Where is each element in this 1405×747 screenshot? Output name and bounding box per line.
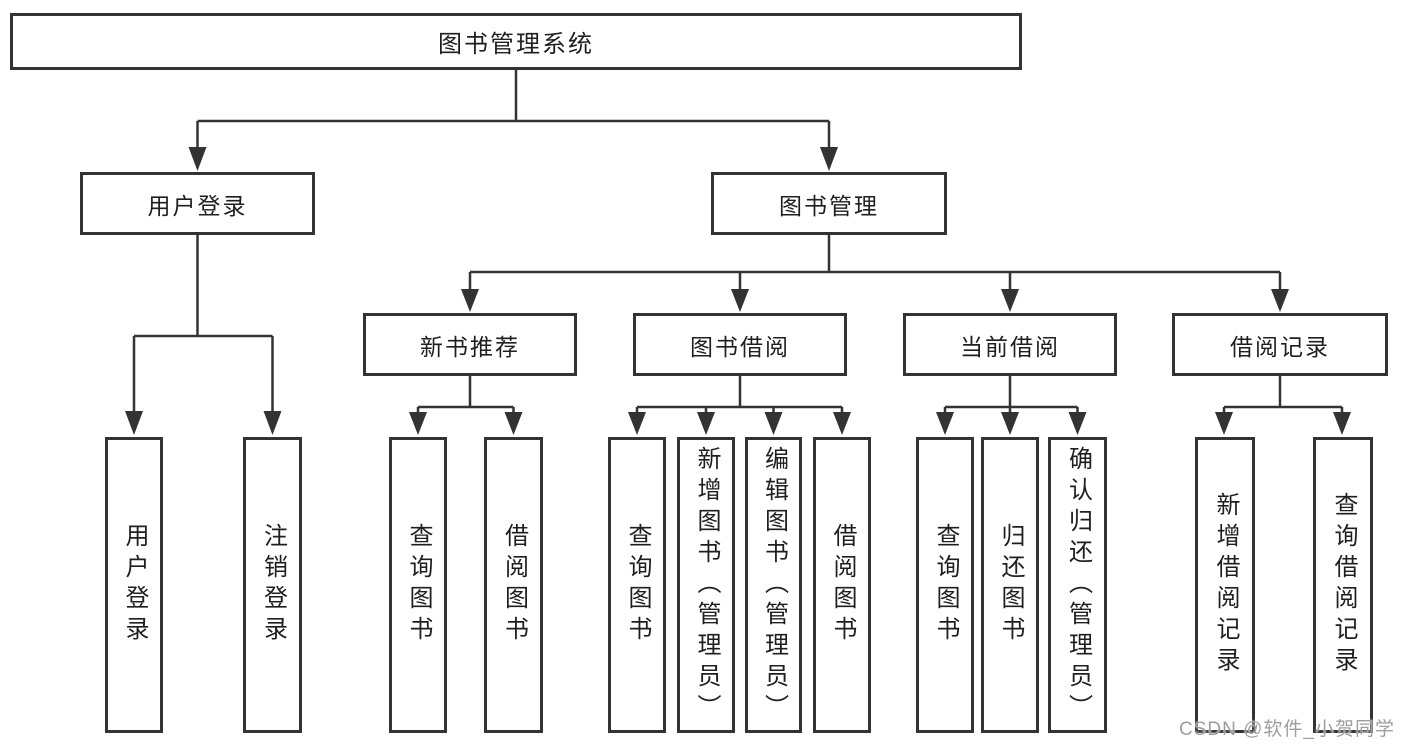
arrow-down-icon	[628, 412, 646, 435]
leaf-borrow-query-books: 查询图书	[608, 437, 666, 733]
csdn-watermark: CSDN @软件_小贺同学	[1179, 719, 1395, 740]
node-label: 用户登录	[147, 192, 248, 219]
leaf-records-add-borrow-record: 新增借阅记录	[1195, 437, 1255, 733]
arrow-down-icon	[820, 147, 838, 171]
arrow-down-icon	[764, 412, 783, 435]
arrow-down-icon	[461, 289, 479, 312]
node-label: 新增图书（管理员）	[693, 445, 720, 725]
node-label: 新书推荐	[420, 333, 520, 360]
node-label: 新增借阅记录	[1212, 492, 1239, 678]
node-label: 查询图书	[932, 523, 959, 647]
node-label: 图书借阅	[690, 333, 790, 360]
arrow-down-icon	[125, 411, 143, 435]
connector-user-login-to-leaves	[125, 235, 282, 435]
node-new-book-recommend: 新书推荐	[363, 313, 577, 376]
node-label: 注销登录	[259, 523, 287, 647]
arrow-down-icon	[188, 147, 207, 171]
leaf-current-query-books: 查询图书	[916, 437, 974, 733]
arrow-down-icon	[1001, 412, 1019, 435]
node-label: 图书管理	[779, 192, 879, 219]
leaf-current-confirm-return-admin: 确认归还（管理员）	[1048, 437, 1107, 733]
connector-book-borrow-to-leaves	[628, 376, 851, 435]
leaf-recommend-borrow-books: 借阅图书	[484, 437, 543, 733]
connector-new-book-recommend-to-leaves	[409, 376, 523, 435]
node-label: 确认归还（管理员）	[1064, 445, 1092, 725]
node-user-login: 用户登录	[80, 172, 315, 235]
leaf-recommend-query-books: 查询图书	[389, 437, 447, 733]
node-book-borrow: 图书借阅	[633, 313, 847, 376]
leaf-borrow-edit-books-admin: 编辑图书（管理员）	[745, 437, 802, 733]
node-label: 用户登录	[121, 523, 148, 647]
arrow-down-icon	[1215, 412, 1233, 435]
node-label: 归还图书	[997, 523, 1024, 647]
arrow-down-icon	[1333, 412, 1351, 435]
connector-current-borrow-to-leaves	[936, 376, 1087, 435]
node-label: 查询图书	[624, 523, 651, 647]
arrow-down-icon	[263, 411, 282, 435]
arrow-down-icon	[697, 412, 715, 435]
connector-root-to-level2	[188, 70, 838, 171]
arrow-down-icon	[1001, 289, 1019, 312]
leaf-user-login: 用户登录	[105, 437, 163, 733]
arrow-down-icon	[1271, 289, 1289, 312]
leaf-borrow-add-books-admin: 新增图书（管理员）	[677, 437, 735, 733]
arrow-down-icon	[409, 412, 427, 435]
leaf-records-query-borrow-record: 查询借阅记录	[1313, 437, 1373, 733]
arrow-down-icon	[833, 412, 851, 435]
leaf-logout: 注销登录	[243, 437, 302, 733]
node-label: 查询借阅记录	[1330, 492, 1357, 678]
node-label: 借阅图书	[500, 523, 528, 647]
node-label: 编辑图书（管理员）	[760, 445, 788, 725]
node-borrow-records: 借阅记录	[1172, 313, 1388, 376]
arrow-down-icon	[504, 412, 523, 435]
arrow-down-icon	[731, 289, 749, 312]
node-library-management-system: 图书管理系统	[10, 13, 1022, 70]
node-label: 查询图书	[405, 523, 432, 647]
node-label: 借阅图书	[829, 523, 856, 647]
node-label: 当前借阅	[960, 333, 1060, 360]
leaf-current-return-books: 归还图书	[981, 437, 1039, 733]
node-current-borrow: 当前借阅	[903, 313, 1117, 376]
node-label: 借阅记录	[1230, 333, 1330, 360]
node-book-management: 图书管理	[711, 172, 947, 235]
connector-book-management-to-level3	[461, 235, 1289, 312]
leaf-borrow-borrow-books: 借阅图书	[813, 437, 871, 733]
arrow-down-icon	[936, 412, 954, 435]
arrow-down-icon	[1068, 412, 1087, 435]
node-label: 图书管理系统	[438, 31, 594, 58]
connector-borrow-records-to-leaves	[1215, 376, 1351, 435]
